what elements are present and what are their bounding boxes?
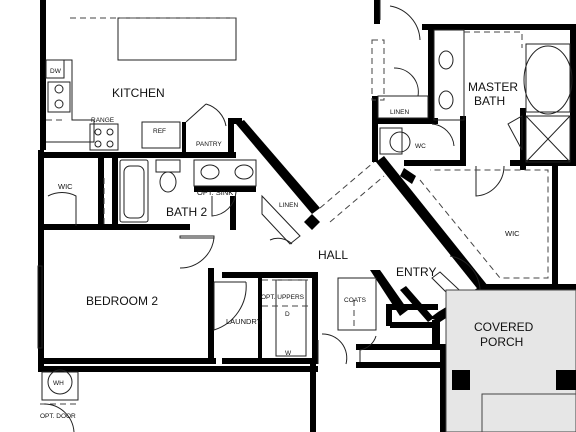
label-pantry: PANTRY [196,141,222,148]
fixture-labels: DW RANGE REF PANTRY LINEN LINEN WC OPT. … [40,68,426,420]
label-entry: ENTRY [396,265,436,279]
label-covered-porch-line2: PORCH [480,335,523,349]
label-wic-right: WIC [505,229,520,238]
label-wic-left: WIC [58,182,73,191]
label-bedroom2: BEDROOM 2 [86,294,158,308]
label-dryer: D [285,311,290,318]
label-hall: HALL [318,248,348,262]
label-linen-hall: LINEN [279,202,298,209]
label-laundry: LAUNDRY [226,317,262,326]
label-master-bath-line2: BATH [474,94,505,108]
room-labels: KITCHEN MASTER BATH WIC WIC BATH 2 BEDRO… [58,80,534,349]
label-master-bath-line1: MASTER [468,80,518,94]
label-opt-door: OPT. DOOR [40,413,76,420]
label-covered-porch-line1: COVERED [474,320,534,334]
label-dw: DW [50,68,62,75]
label-kitchen: KITCHEN [112,86,165,100]
fixtures-and-doors [37,0,576,432]
label-ref: REF [153,128,166,135]
label-opt-sink: OPT. SINK [197,188,233,197]
label-washer: W [285,350,292,357]
label-range: RANGE [91,117,115,124]
label-wc: WC [415,143,426,150]
label-linen-master: LINEN [390,109,409,116]
label-bath2: BATH 2 [166,205,207,219]
label-opt-uppers: OPT. UPPERS [261,294,305,301]
label-coats: COATS [344,297,367,304]
label-wh: WH [53,380,64,387]
